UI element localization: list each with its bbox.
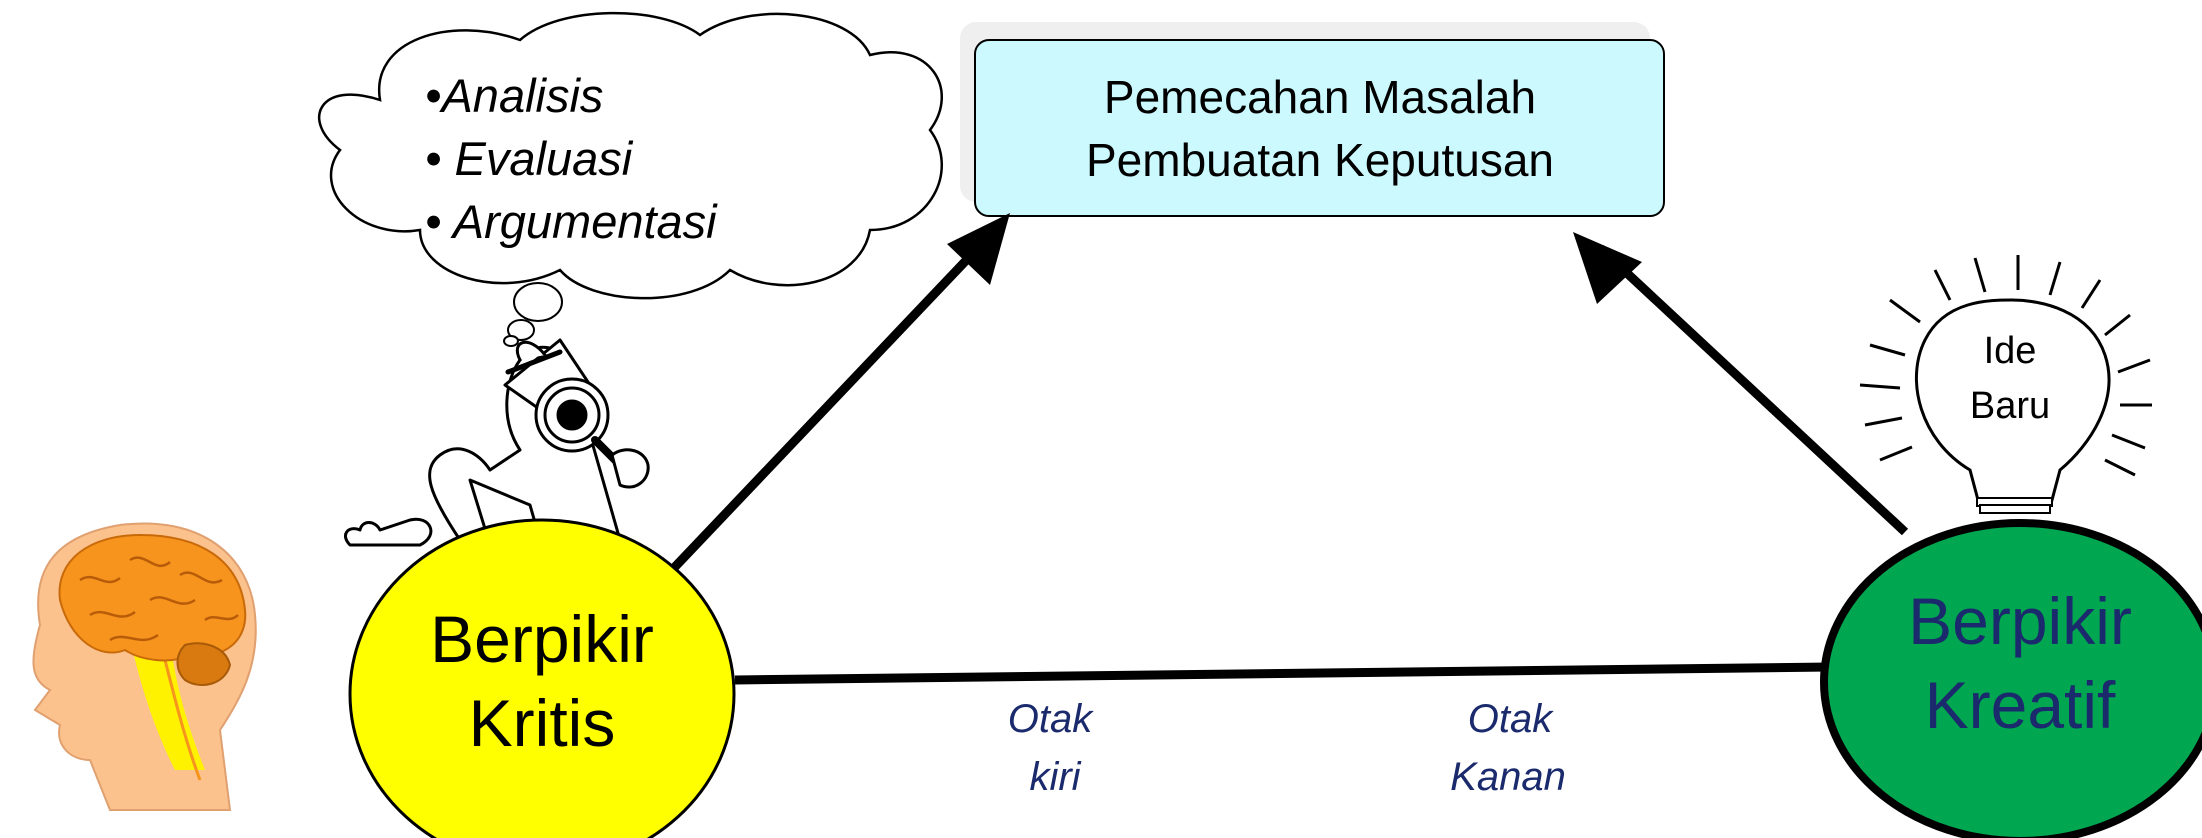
top-box-rect: [974, 39, 1665, 217]
brain-head-icon: [32, 522, 257, 811]
otak-kanan-line1: Otak: [1468, 697, 1554, 741]
arrowhead-right: [1573, 232, 1642, 304]
otak-kiri-line2: kiri: [1029, 755, 1081, 799]
connector-line: [734, 662, 1831, 685]
kreatif-line2: Kreatif: [1925, 668, 2116, 742]
top-box-line2: Pembuatan Keputusan: [1086, 134, 1554, 186]
cloud-item-analisis: •Analisis: [425, 69, 603, 122]
bulb-line1: Ide: [1984, 330, 2037, 372]
bulb-line2: Baru: [1970, 385, 2050, 427]
arrow-kreatif-to-top: [1596, 244, 1909, 536]
thought-cloud-icon: [318, 11, 943, 347]
detective-icon: [344, 338, 650, 547]
lightbulb-icon: [1859, 255, 2152, 514]
otak-kiri-line1: Otak: [1008, 697, 1094, 741]
node-berpikir-kreatif: [1820, 519, 2202, 838]
top-box-line1: Pemecahan Masalah: [1104, 71, 1536, 123]
cloud-item-evaluasi: • Evaluasi: [425, 132, 634, 185]
kritis-line2: Kritis: [469, 686, 616, 760]
kreatif-line1: Berpikir: [1908, 584, 2132, 658]
otak-kanan-line2: Kanan: [1450, 755, 1566, 799]
node-berpikir-kritis: [348, 518, 736, 838]
top-box: Pemecahan Masalah Pembuatan Keputusan: [960, 22, 1665, 217]
kritis-line1: Berpikir: [430, 602, 654, 676]
arrow-kritis-to-top: [668, 226, 999, 574]
cloud-item-argumentasi: • Argumentasi: [425, 195, 718, 248]
arrowhead-left: [947, 213, 1010, 285]
